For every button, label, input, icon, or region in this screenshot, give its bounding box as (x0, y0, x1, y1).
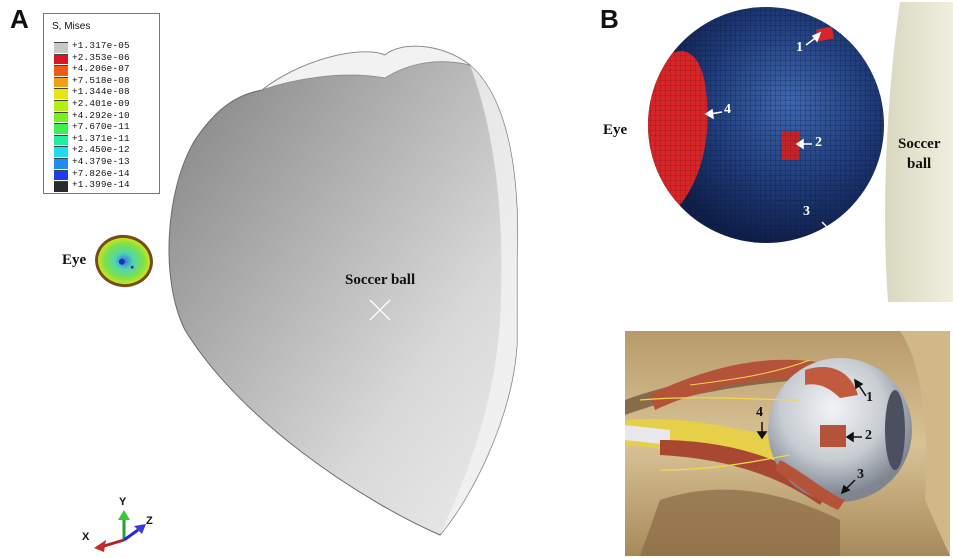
anatomy-marker-1: 1 (866, 390, 873, 406)
anatomy-marker-2: 2 (865, 428, 872, 444)
anatomy-marker-3: 3 (857, 467, 864, 483)
anatomy-marker-4: 4 (756, 405, 763, 421)
